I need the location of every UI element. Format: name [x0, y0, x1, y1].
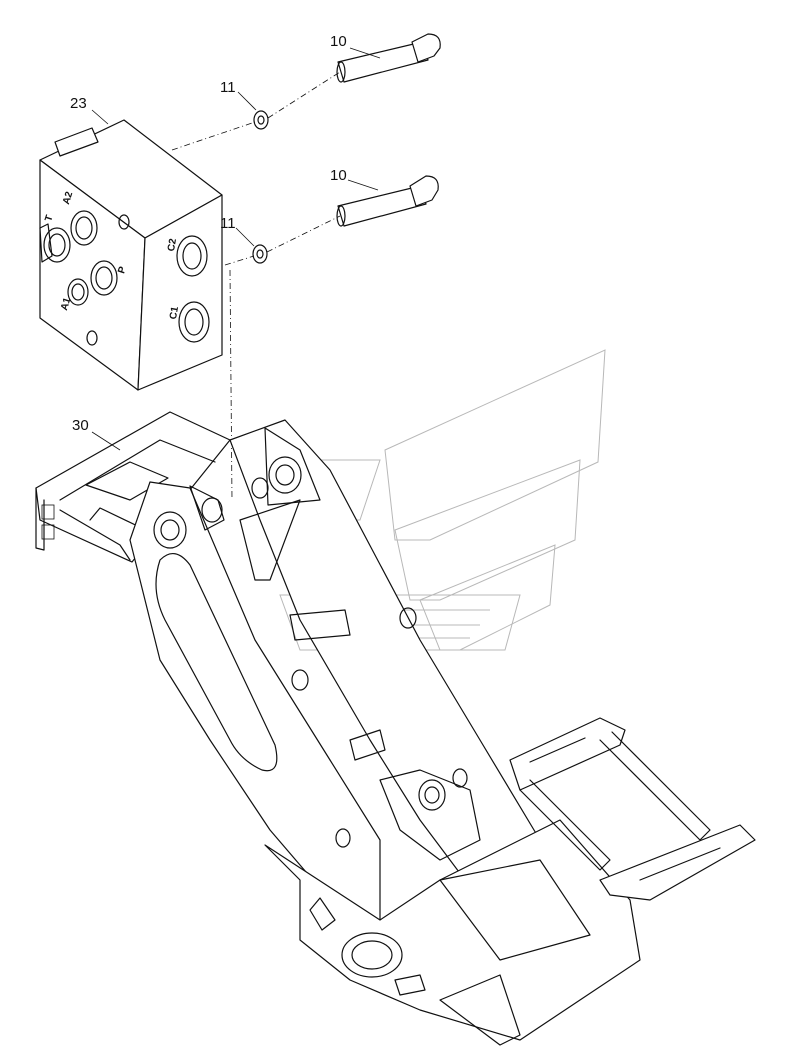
port-label-t: T [43, 214, 55, 223]
leader-lines [91, 47, 381, 451]
washer-lower [252, 244, 268, 264]
valve-block: T A2 A1 P C2 C1 [39, 119, 223, 391]
boom-frame [35, 411, 756, 1046]
bolt-upper [336, 33, 441, 83]
callout-valve-block: 23 [70, 95, 87, 112]
bolt-lower [336, 175, 439, 227]
callout-washer-upper: 11 [220, 79, 236, 96]
callout-bolt-lower: 10 [330, 167, 347, 184]
port-label-p: P [116, 265, 129, 275]
washer-upper [253, 110, 269, 130]
port-label-c1: C1 [168, 305, 181, 320]
callout-frame: 30 [72, 417, 89, 434]
port-label-c2: C2 [166, 237, 179, 252]
port-label-a2: A2 [61, 190, 76, 206]
port-label-a1: A1 [59, 296, 74, 312]
callout-washer-lower: 11 [220, 215, 236, 232]
assembly-centerlines [171, 71, 341, 501]
callout-bolt-upper: 10 [330, 33, 347, 50]
